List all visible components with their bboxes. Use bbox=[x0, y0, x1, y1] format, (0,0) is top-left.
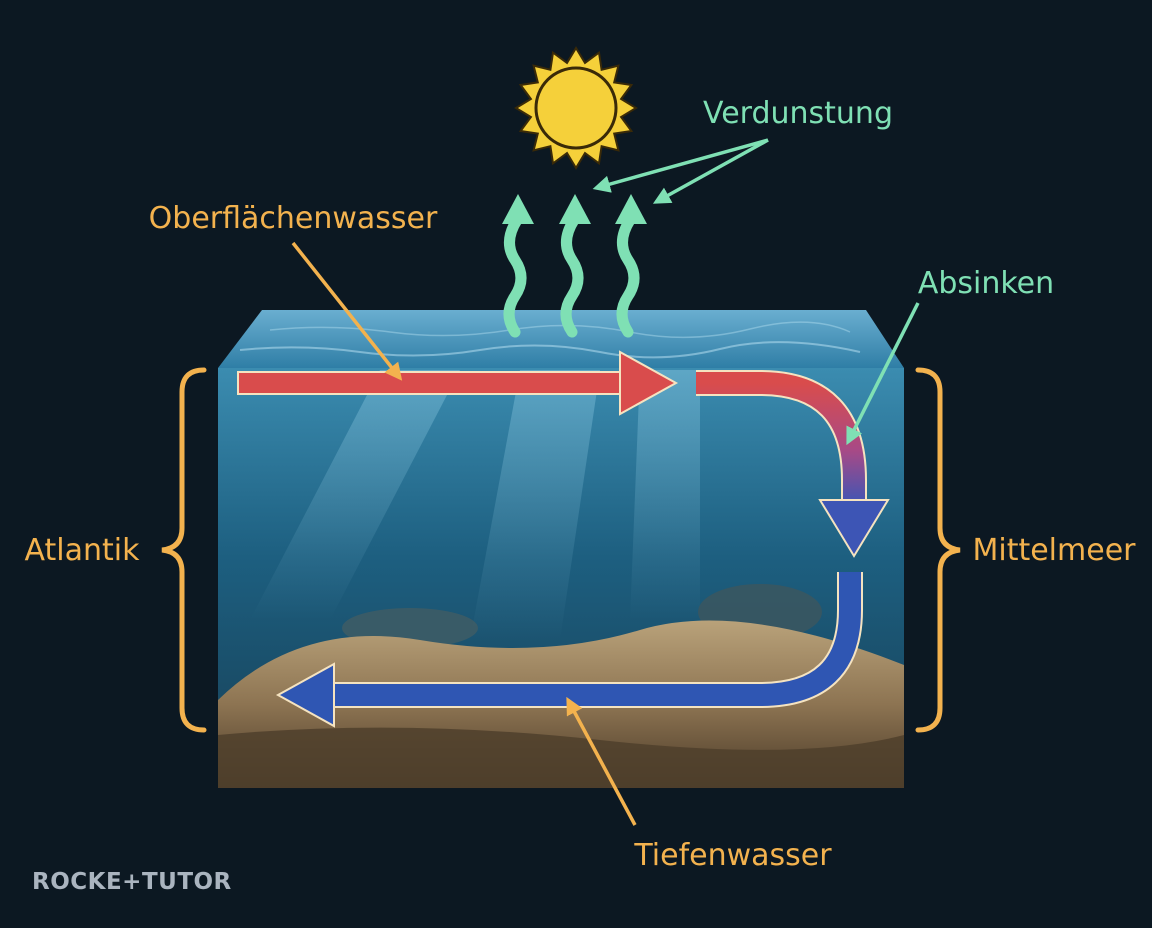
brand-logo: ROCKE+TUTOR bbox=[32, 869, 232, 895]
evaporation-arrow bbox=[560, 214, 584, 338]
evaporation-arrows bbox=[502, 194, 647, 338]
mediterranean-brace bbox=[915, 367, 961, 733]
sun-disc bbox=[534, 66, 618, 150]
sinking-current-arrow bbox=[696, 370, 890, 558]
water-surface bbox=[218, 310, 904, 368]
atlantic-brace bbox=[161, 367, 207, 733]
water-block bbox=[218, 310, 904, 788]
evaporation-arrowhead bbox=[559, 194, 591, 224]
light-ray bbox=[630, 370, 700, 620]
label-evaporation: Verdunstung bbox=[703, 96, 893, 131]
evaporation-pointer bbox=[592, 138, 769, 193]
surface-current-arrow bbox=[237, 350, 679, 416]
deep-current-arrow bbox=[275, 572, 863, 728]
label-mediterranean: Mittelmeer bbox=[972, 533, 1136, 568]
light-ray bbox=[470, 370, 600, 640]
surface-water-pointer bbox=[291, 241, 403, 381]
label-deep-water: Tiefenwasser bbox=[633, 838, 832, 873]
evaporation-arrow bbox=[503, 214, 527, 338]
sinking-pointer bbox=[846, 302, 920, 446]
evaporation-pointer bbox=[652, 138, 769, 204]
label-atlantic: Atlantik bbox=[25, 533, 141, 568]
evaporation-arrow bbox=[616, 214, 640, 338]
label-sinking: Absinken bbox=[918, 266, 1054, 301]
light-ray bbox=[250, 370, 460, 620]
evaporation-arrowhead bbox=[615, 194, 647, 224]
sun-icon bbox=[514, 46, 638, 170]
label-surface-water: Oberflächenwasser bbox=[149, 201, 438, 236]
evaporation-arrowhead bbox=[502, 194, 534, 224]
deep-water-pointer bbox=[566, 696, 637, 826]
